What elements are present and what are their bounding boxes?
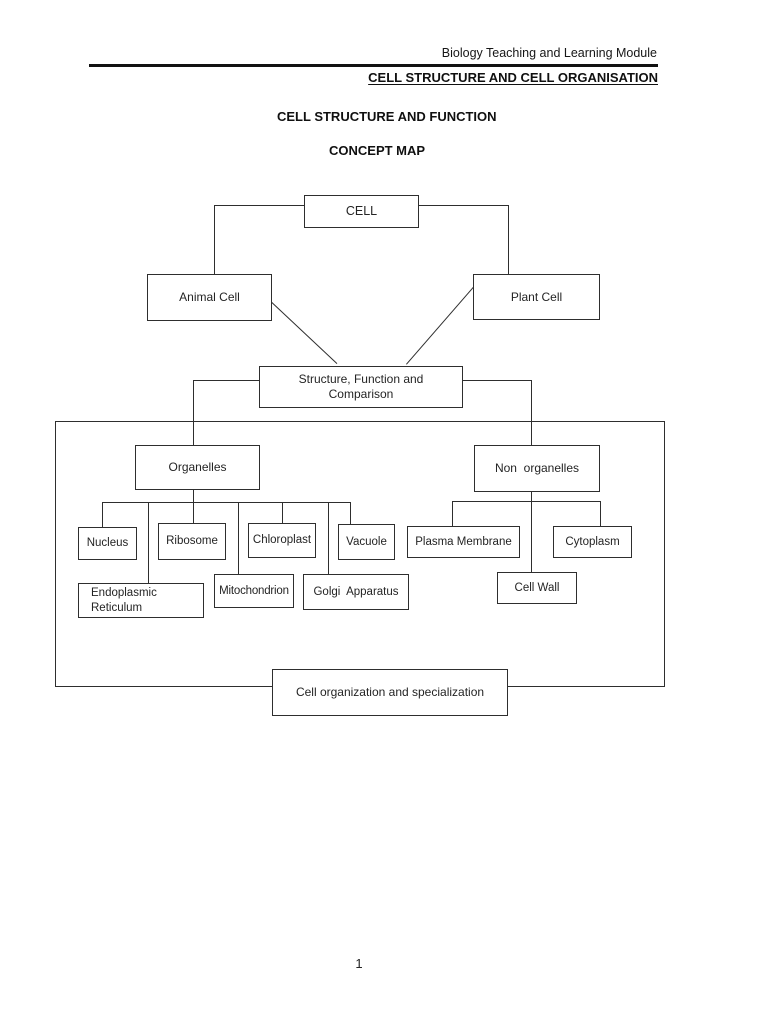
connector-organelles-bus (102, 502, 350, 504)
connector-nonorg-bus (452, 501, 600, 503)
connector-cell-plant-h (419, 205, 508, 207)
header-rule (89, 64, 658, 67)
connector-drop-plasma-membrane (452, 501, 454, 526)
header-chapter-title: CELL STRUCTURE AND CELL ORGANISATION (368, 70, 658, 85)
connector-cell-plant-v (508, 205, 510, 274)
node-endoplasmic-reticulum: Endoplasmic Reticulum (78, 583, 204, 618)
node-cell: CELL (304, 195, 419, 228)
connector-drop-ribosome (193, 502, 195, 523)
connector-plant-sfc-diagonal (406, 287, 474, 365)
connector-animal-sfc-diagonal (270, 301, 338, 365)
node-ribosome: Ribosome (158, 523, 226, 560)
connector-drop-vacuole (350, 502, 352, 524)
section-title: CELL STRUCTURE AND FUNCTION (277, 109, 497, 124)
connector-sfc-nonorg-h (463, 380, 531, 382)
connector-drop-cell-wall (531, 501, 533, 572)
page-number: 1 (355, 956, 363, 971)
node-non-organelles: Non organelles (474, 445, 600, 492)
node-golgi-apparatus: Golgi Apparatus (303, 574, 409, 610)
connector-drop-chloroplast (282, 502, 284, 523)
connector-sfc-organelles-v (193, 380, 195, 445)
node-plasma-membrane: Plasma Membrane (407, 526, 520, 558)
concept-map-title: CONCEPT MAP (329, 143, 426, 158)
connector-cell-animal-v (214, 205, 216, 274)
node-animal-cell: Animal Cell (147, 274, 272, 321)
connector-drop-golgi (328, 502, 330, 574)
node-structure-function-comparison: Structure, Function and Comparison (259, 366, 463, 408)
connector-drop-mitochondrion (238, 502, 240, 574)
header-module-title: Biology Teaching and Learning Module (441, 46, 657, 60)
node-mitochondrion: Mitochondrion (214, 574, 294, 608)
node-nucleus: Nucleus (78, 527, 137, 560)
connector-sfc-nonorg-v (531, 380, 533, 445)
connector-drop-endoplasmic-reticulum (148, 502, 150, 583)
connector-drop-nucleus (102, 502, 104, 527)
connector-sfc-organelles-h (193, 380, 259, 382)
connector-nonorg-stem (531, 492, 533, 501)
node-cell-organization: Cell organization and specialization (272, 669, 508, 716)
connector-organelles-stem (193, 490, 195, 502)
node-vacuole: Vacuole (338, 524, 395, 560)
node-cytoplasm: Cytoplasm (553, 526, 632, 558)
node-plant-cell: Plant Cell (473, 274, 600, 320)
connector-drop-cytoplasm (600, 501, 602, 526)
node-cell-wall: Cell Wall (497, 572, 577, 604)
node-chloroplast: Chloroplast (248, 523, 316, 558)
node-organelles: Organelles (135, 445, 260, 490)
connector-cell-animal-h (214, 205, 304, 207)
